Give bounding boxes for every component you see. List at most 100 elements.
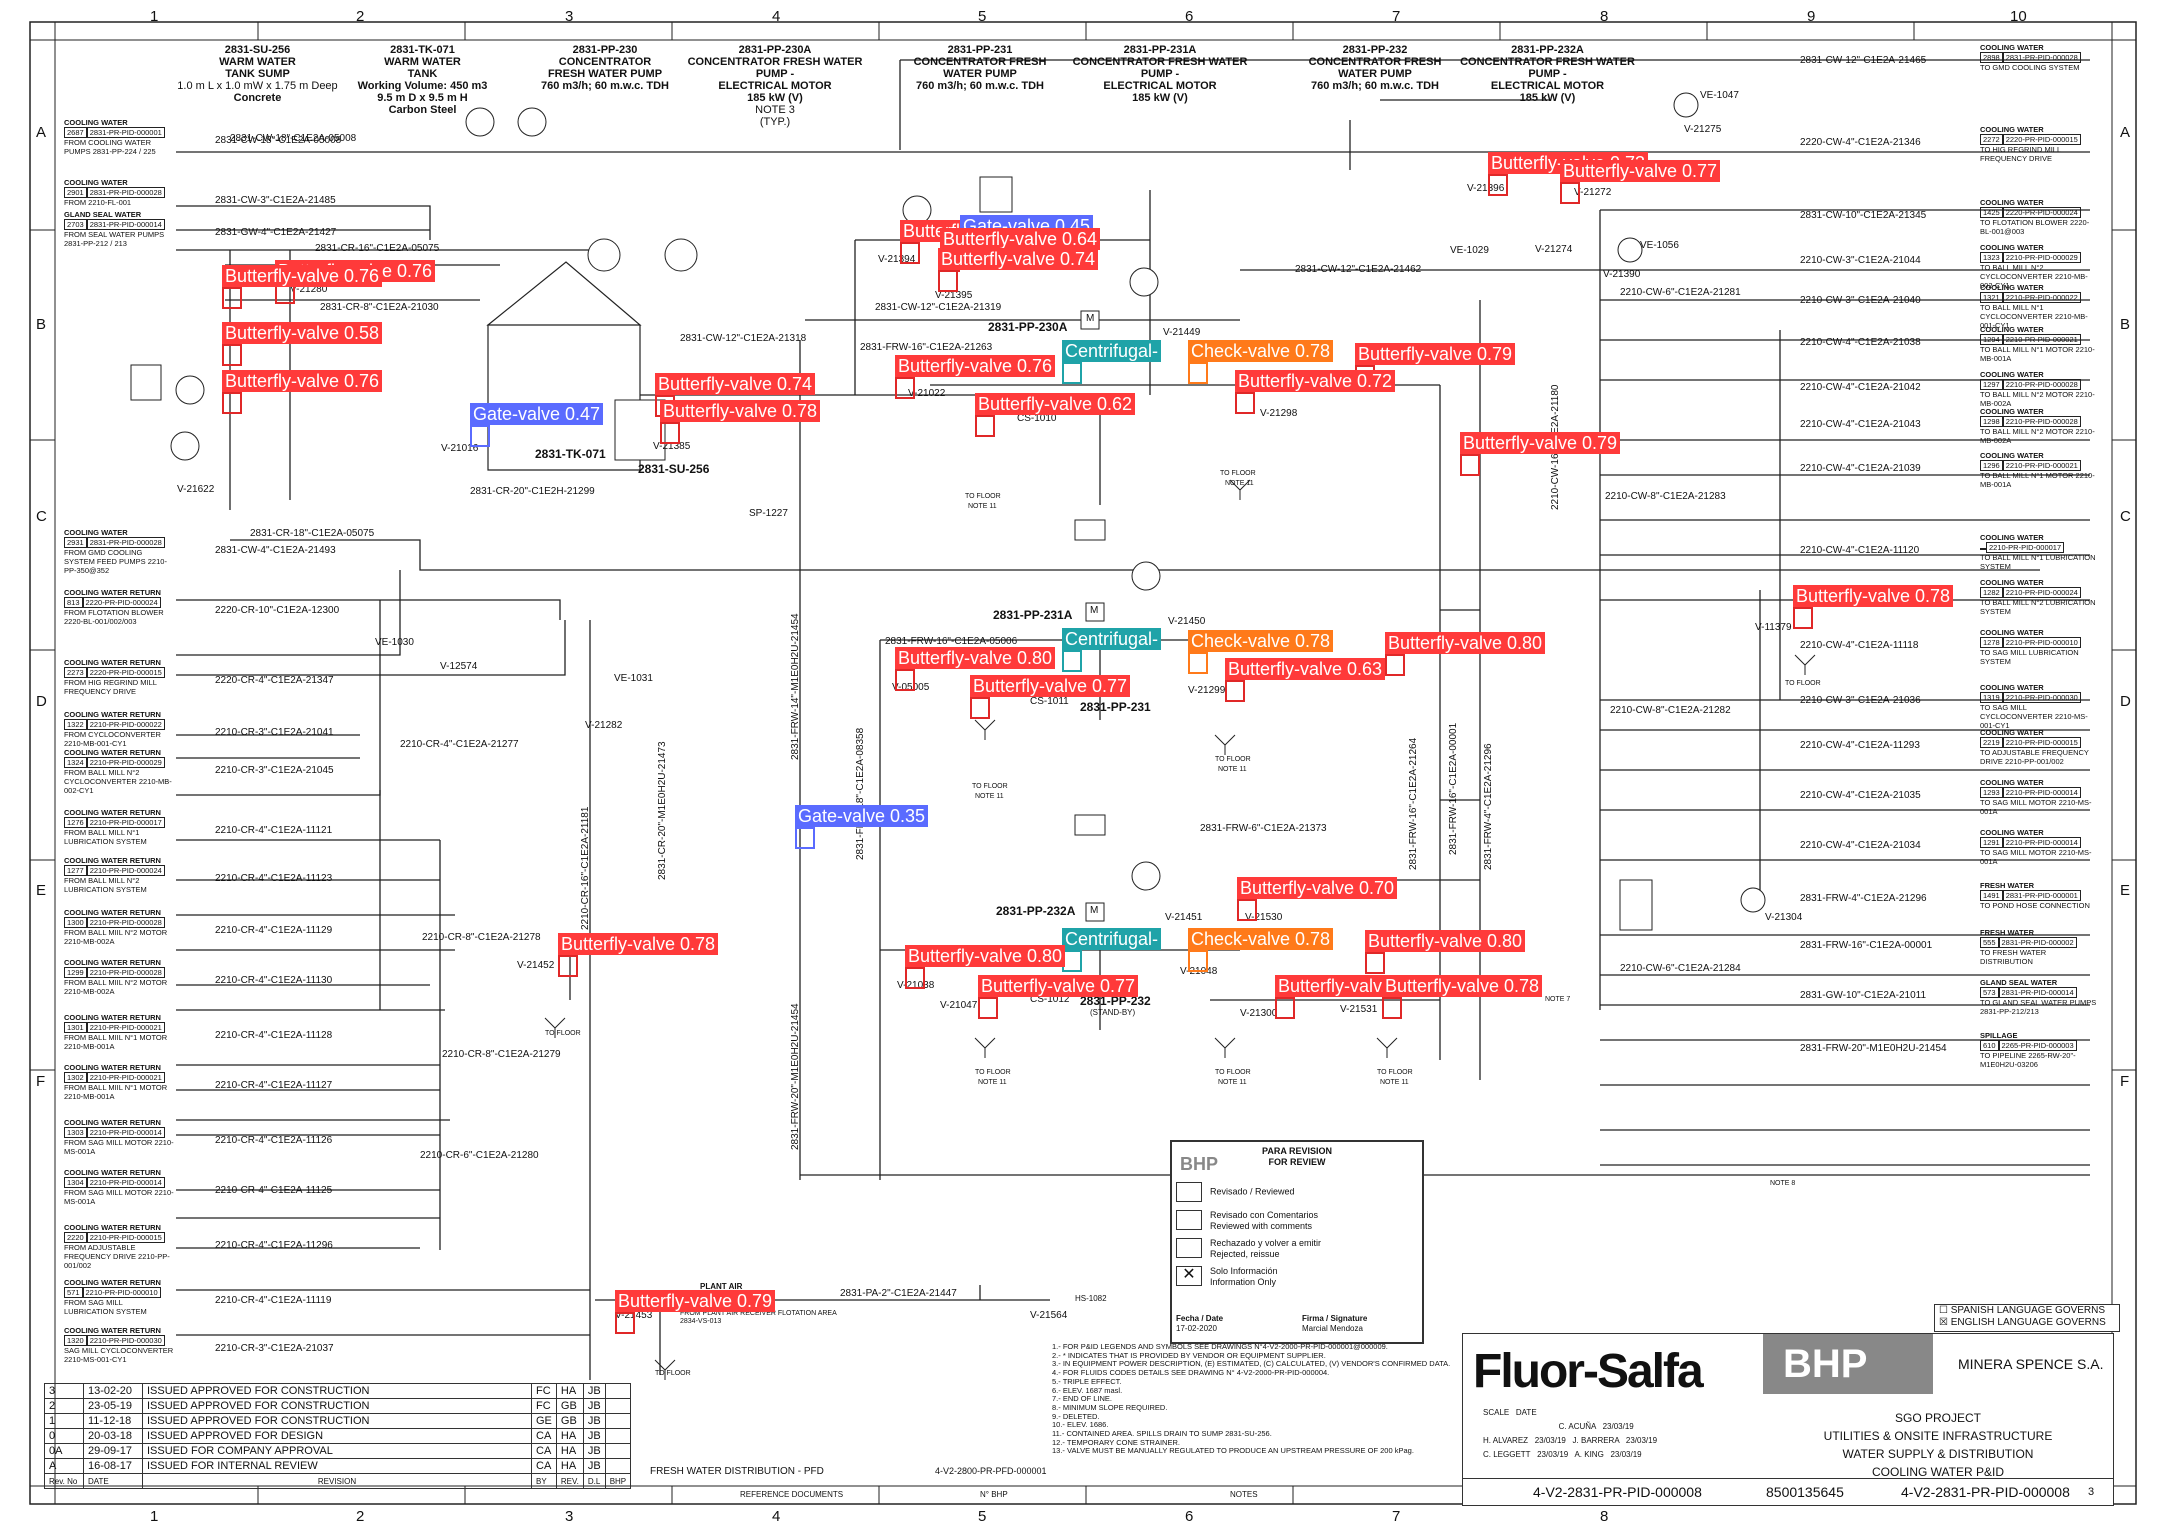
floor-drain-note: NOTE 11: [1218, 766, 1247, 773]
line-label: 2210-CR-4"-C1E2A-11129: [215, 925, 333, 936]
ref-doc-number: 4-V2-2800-PR-PFD-000001: [935, 1466, 1047, 1476]
line-label: 2831-FRW-16"-C1E2A-21263: [860, 342, 993, 353]
note-line: 6.- ELEV. 1687 masl.: [1052, 1385, 1123, 1395]
line-label: 2831-GW-4"-C1E2A-21427: [215, 227, 337, 238]
detection-label-red: Butterfly-valve 0.64: [940, 228, 1101, 250]
line-label: 2220-CR-4"-C1E2A-21347: [215, 675, 334, 686]
line-label: 2831-CW-12"-C1E2A-21465: [1800, 55, 1927, 66]
detection-box: [1793, 607, 1813, 629]
line-label-vertical: 2831-FRW-20"-M1E0H2U-21454: [790, 1003, 801, 1150]
grid-col-9: 9: [1807, 8, 1816, 25]
info-only-checkbox[interactable]: ✕: [1176, 1266, 1202, 1286]
detection-box: [1365, 952, 1385, 974]
pump-tag: 2831-PP-231: [1080, 700, 1151, 714]
grid-row-b-r: B: [2120, 316, 2131, 333]
line-label: 2210-CR-3"-C1E2A-21037: [215, 1343, 334, 1354]
line-label: 2210-CW-6"-C1E2A-21284: [1620, 963, 1741, 974]
tank-tag: 2831-TK-071: [535, 447, 606, 461]
language-box: ☐ SPANISH LANGUAGE GOVERNS ☒ ENGLISH LAN…: [1934, 1304, 2120, 1332]
note-line: 5.- TRIPLE EFFECT.: [1052, 1376, 1122, 1386]
floor-drain-note: NOTE 11: [1380, 1079, 1409, 1086]
line-label-vertical: 2831-CR-20"-M1E0H2U-21473: [657, 741, 668, 880]
valve-tag: V-21452: [517, 960, 555, 971]
bhp-logo-box: [1763, 1334, 1933, 1394]
line-label: 2831-CR-18"-C1E2A-05075: [250, 528, 375, 539]
grid-row-a: A: [36, 124, 47, 141]
valve-tag: VE-1030: [375, 637, 414, 648]
detection-label-red: Butterfly-valve 0.80: [895, 647, 1056, 669]
detection-box: [1460, 454, 1480, 476]
detection-box: [222, 344, 242, 366]
pump-tag: 2831-PP-232: [1080, 994, 1151, 1008]
line-label: 2210-CW-4"-C1E2A-21043: [1800, 419, 1921, 430]
valve-tag: V-21274: [1535, 244, 1573, 255]
rejected-checkbox[interactable]: [1176, 1238, 1202, 1258]
detection-box: [1385, 654, 1405, 676]
plant-air-label: PLANT AIR: [700, 1282, 743, 1291]
motor-symbol: M: [1086, 313, 1095, 324]
detection-box: [1062, 650, 1082, 672]
line-label: 2210-CR-4"-C1E2A-11296: [215, 1240, 333, 1251]
line-label: 2210-CR-4"-C1E2A-11123: [215, 873, 333, 884]
reviewed-comments-checkbox[interactable]: [1176, 1210, 1202, 1230]
grid-row-b: B: [36, 316, 47, 333]
valve-tag: V-21275: [1684, 124, 1722, 135]
grid-col-8b: 8: [1600, 1508, 1609, 1525]
reviewed-checkbox[interactable]: [1176, 1182, 1202, 1202]
strainer-tag: CS-1012: [1030, 994, 1070, 1005]
line-label: 2210-CW-4"-C1E2A-21038: [1800, 337, 1921, 348]
line-label: 2210-CR-3"-C1E2A-21045: [215, 765, 334, 776]
detection-box: [905, 967, 925, 989]
line-label: 2210-CR-8"-C1E2A-21279: [442, 1049, 561, 1060]
valve-tag: V-21047: [940, 1000, 978, 1011]
detection-label-red: Butterfly-valve 0.79: [1460, 432, 1621, 454]
ref-doc-header: REFERENCE DOCUMENTS: [740, 1490, 844, 1499]
detection-box: [795, 827, 815, 849]
line-label: 2210-CW-3"-C1E2A-21044: [1800, 255, 1921, 266]
motor-tag: 2831-PP-231A: [993, 608, 1073, 622]
